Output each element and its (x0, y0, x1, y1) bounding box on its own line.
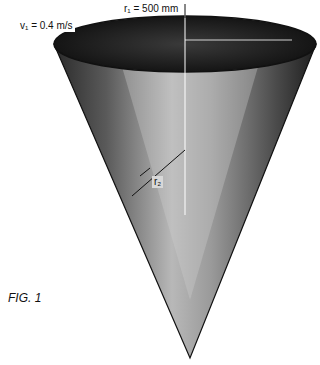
figure-label: FIG. 1 (6, 292, 43, 304)
r2-radius-line (132, 150, 185, 196)
r2-tick (140, 168, 150, 176)
radius-line (185, 40, 292, 41)
axis-line (185, 4, 186, 215)
cone-inner-light (120, 60, 260, 300)
radius-label: r₂ (152, 176, 163, 188)
velocity-label: v₁ = 0.4 m/s (18, 20, 75, 32)
dimension-label: r₁ = 500 mm (122, 3, 180, 15)
axis-line-top (185, 4, 186, 18)
